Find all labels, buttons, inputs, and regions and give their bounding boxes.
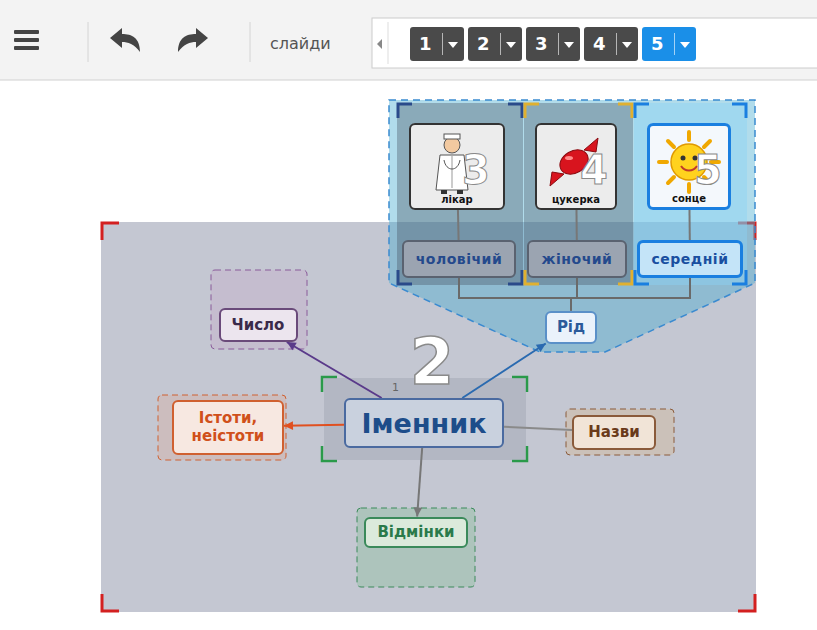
- category-node: чоловічий: [402, 240, 516, 278]
- node-text: Назви: [588, 423, 639, 441]
- node-text: Рід: [557, 318, 585, 336]
- connector: [571, 278, 690, 311]
- slide-tab: 1: [410, 27, 464, 61]
- dropdown-caret: [564, 42, 574, 48]
- slide-number: 2: [410, 330, 455, 394]
- slide-column: [524, 103, 633, 285]
- node-text: чоловічий: [416, 251, 503, 267]
- connector: [504, 427, 572, 430]
- category-node: середній: [637, 240, 743, 278]
- slide-tab-number: 1: [419, 35, 432, 53]
- node-text: Відмінки: [377, 523, 454, 541]
- category-node: жіночий: [527, 240, 627, 278]
- slide-column: [634, 103, 747, 285]
- toolbar-border: [0, 80, 817, 81]
- slide-tab: 4: [584, 27, 638, 61]
- menu-icon: [14, 30, 39, 50]
- branch-outline: [158, 395, 286, 460]
- image-card: [647, 123, 731, 210]
- connector: [287, 342, 382, 398]
- node-text: жіночий: [542, 251, 613, 267]
- toolbar-divider: [88, 22, 89, 62]
- slide-region: [389, 100, 755, 352]
- branch-node: Істоти, неістоти: [172, 400, 284, 455]
- connector: [284, 421, 344, 430]
- strip-divider: [388, 22, 389, 64]
- image-node: лікар: [409, 123, 505, 210]
- slide-number: 5: [694, 150, 722, 190]
- slide-tab: 5: [642, 27, 696, 61]
- root-node: Іменник: [344, 398, 504, 448]
- toolbar-label: слайди: [270, 36, 331, 52]
- node-text: Істоти, неістоти: [184, 409, 272, 445]
- node-text: середній: [652, 251, 729, 267]
- branch-outline: [211, 270, 307, 349]
- node-text: лікар: [441, 194, 472, 205]
- node-text: сонце: [672, 193, 706, 204]
- slide-tab-number: 5: [651, 35, 664, 53]
- redo-icon: [178, 28, 208, 52]
- scroll-arrow: [377, 39, 382, 49]
- dropdown-caret: [680, 42, 690, 48]
- slide-tab-number: 2: [477, 35, 490, 53]
- toolbar-divider: [250, 22, 251, 62]
- branch-node: Число: [219, 308, 298, 342]
- dropdown-caret: [622, 42, 632, 48]
- slide-tab: 3: [526, 27, 580, 61]
- tab-divider: [616, 33, 617, 55]
- order-number: 1: [392, 382, 399, 393]
- column-corners: [398, 104, 746, 284]
- node-text: Іменник: [362, 408, 487, 439]
- connector: [576, 210, 577, 241]
- connector: [462, 344, 545, 399]
- branch-outline: [566, 409, 674, 455]
- slide-number: 4: [580, 150, 608, 190]
- connector: [457, 210, 459, 241]
- branch-node: Назви: [572, 415, 656, 450]
- image-card: [409, 123, 505, 210]
- branch-node: Рід: [545, 311, 597, 344]
- tab-divider: [674, 33, 675, 55]
- undo-icon: [110, 28, 140, 52]
- node-text: Число: [232, 316, 285, 334]
- tab-divider: [442, 33, 443, 55]
- dropdown-caret: [448, 42, 458, 48]
- slide-column: [397, 103, 523, 285]
- slide-number: 3: [462, 150, 490, 190]
- slide-tab: 2: [468, 27, 522, 61]
- connector: [459, 278, 571, 311]
- branch-outline: [357, 508, 475, 587]
- dropdown-caret: [506, 42, 516, 48]
- slide-tab-number: 4: [593, 35, 606, 53]
- image-card: [535, 123, 617, 210]
- branch-node: Відмінки: [364, 517, 468, 548]
- tab-divider: [500, 33, 501, 55]
- connector: [689, 210, 690, 241]
- node-text: цукерка: [552, 194, 600, 205]
- slide-tab-number: 3: [535, 35, 548, 53]
- tab-divider: [558, 33, 559, 55]
- connector: [413, 448, 422, 517]
- slide-strip: [372, 18, 817, 68]
